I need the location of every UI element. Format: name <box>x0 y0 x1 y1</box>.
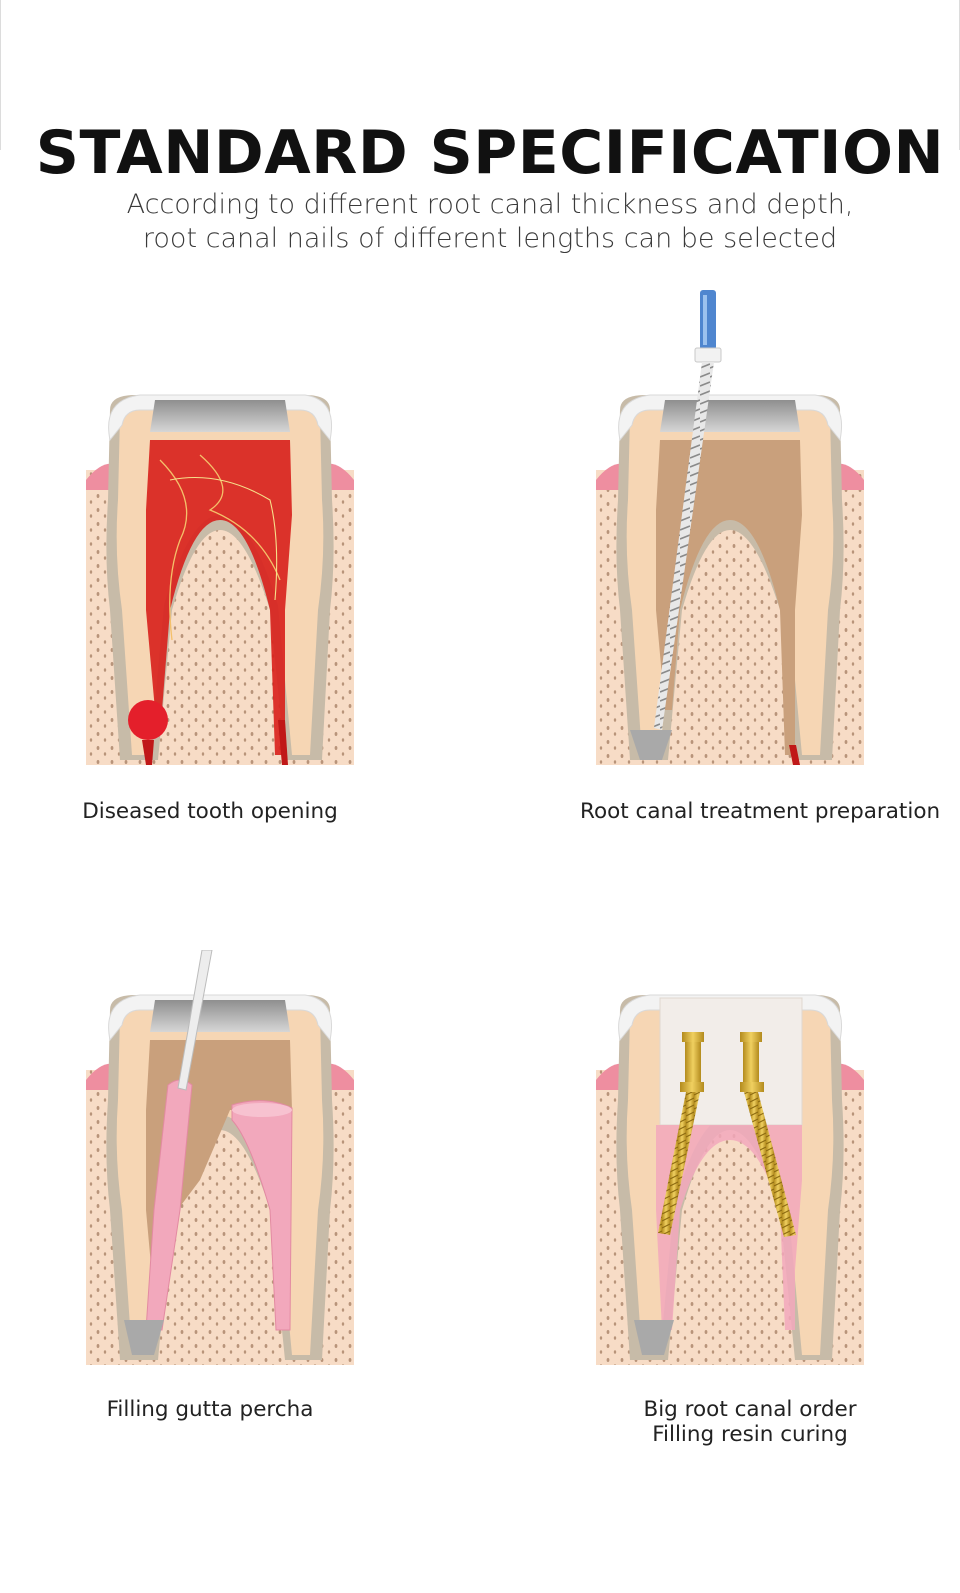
left-edge-line <box>0 0 1 150</box>
root-canal-prep-illustration <box>596 290 864 765</box>
panel-gutta-percha <box>80 950 360 1370</box>
subtitle-line-2: root canal nails of different lengths ca… <box>142 223 838 254</box>
caption-diseased-tooth: Diseased tooth opening <box>82 799 338 824</box>
page-subtitle: According to different root canal thickn… <box>0 188 960 256</box>
right-post <box>740 1032 796 1237</box>
panel-root-canal-prep <box>590 290 870 770</box>
gutta-percha-illustration <box>86 950 354 1365</box>
diseased-tooth-illustration <box>86 394 354 765</box>
panel-diseased-tooth <box>80 380 360 770</box>
caption-resin-curing-line-2: Filling resin curing <box>652 1422 848 1447</box>
caption-gutta-percha: Filling gutta percha <box>106 1397 314 1422</box>
caption-resin-curing-line-1: Big root canal order <box>643 1397 857 1422</box>
panel-resin-curing <box>590 950 870 1370</box>
caption-root-canal-prep: Root canal treatment preparation <box>580 799 941 824</box>
subtitle-line-1: According to different root canal thickn… <box>126 189 854 220</box>
resin-curing-illustration <box>596 994 864 1365</box>
left-post <box>658 1032 704 1235</box>
page-title: STANDARD SPECIFICATION <box>35 118 945 188</box>
caption-resin-curing: Big root canal order Filling resin curin… <box>590 1397 910 1447</box>
